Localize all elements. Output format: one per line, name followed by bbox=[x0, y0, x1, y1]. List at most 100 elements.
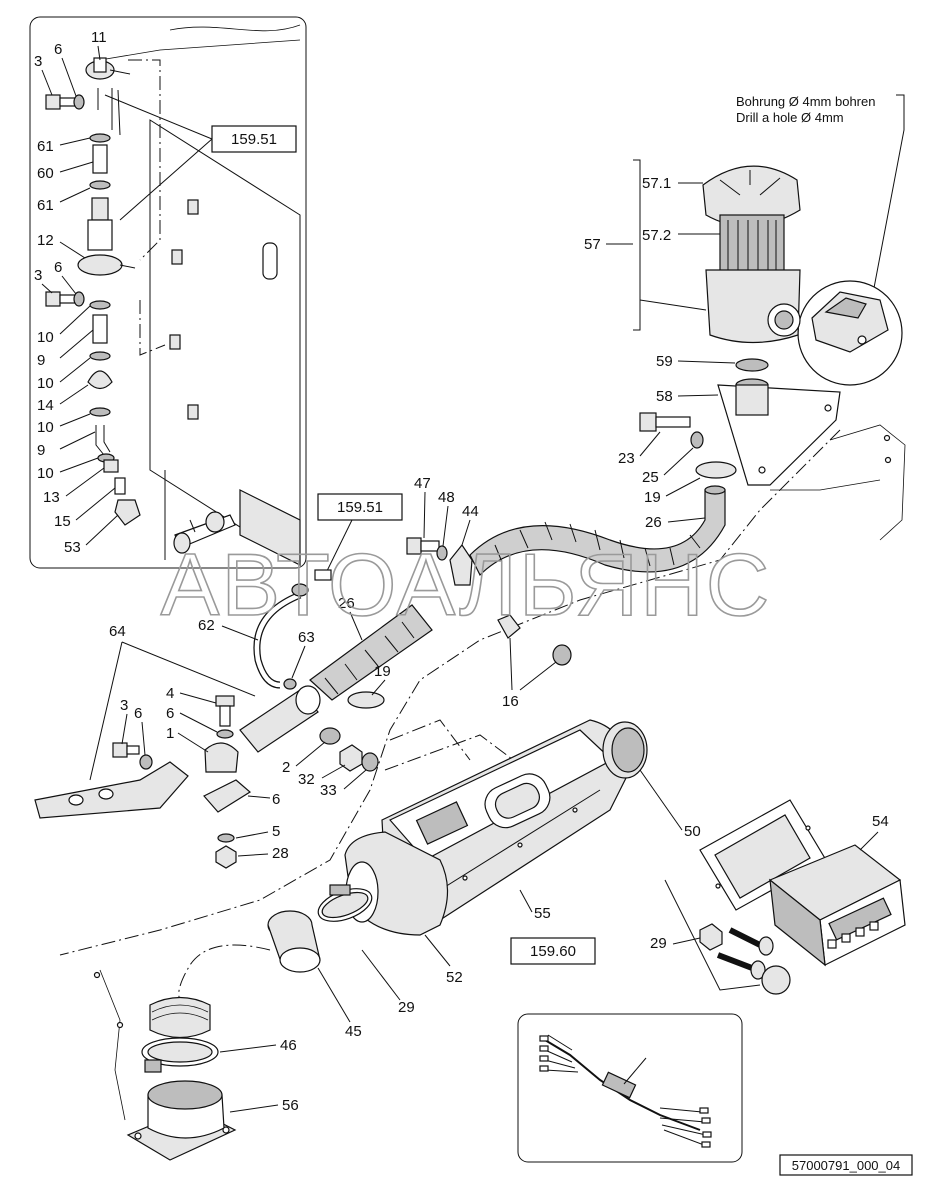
hose-26-upper bbox=[469, 489, 726, 577]
label-10b: 10 bbox=[37, 375, 54, 392]
washer-6-left bbox=[139, 754, 153, 770]
washer-6-mid bbox=[216, 729, 234, 739]
label-26-top: 26 bbox=[645, 514, 662, 531]
label-13: 13 bbox=[43, 489, 60, 506]
end-cap-28 bbox=[602, 721, 648, 779]
label-32: 32 bbox=[298, 771, 315, 788]
clip-63 bbox=[283, 678, 297, 690]
inset-block bbox=[239, 489, 301, 566]
label-33: 33 bbox=[320, 782, 337, 799]
label-10a: 10 bbox=[37, 329, 54, 346]
label-52: 29 bbox=[650, 935, 667, 952]
inset-slot bbox=[262, 242, 278, 280]
washer-48 bbox=[436, 545, 448, 561]
label-19-top: 19 bbox=[644, 489, 661, 506]
label-55: 52 bbox=[446, 969, 463, 986]
harness-panel bbox=[517, 1013, 743, 1163]
inset-clip-11 bbox=[85, 57, 131, 80]
inset-bolt-3b bbox=[45, 291, 85, 307]
label-46: 56 bbox=[282, 1097, 299, 1114]
inset-pump-14 bbox=[87, 370, 113, 390]
label-58: 58 bbox=[656, 388, 673, 405]
label-28: 50 bbox=[684, 823, 701, 840]
clamp-2 bbox=[319, 727, 341, 745]
inset-fitting-53 bbox=[114, 499, 141, 526]
label-14: 14 bbox=[37, 397, 54, 414]
clamp-29-upper bbox=[317, 884, 373, 922]
clamp-44 bbox=[449, 543, 473, 586]
screw-a bbox=[728, 927, 774, 956]
label-61b: 61 bbox=[37, 197, 54, 214]
label-19-mid: 19 bbox=[374, 663, 391, 680]
label-29-lower: 46 bbox=[280, 1037, 297, 1054]
label-15: 15 bbox=[54, 513, 71, 530]
label-6a: 6 bbox=[54, 41, 62, 58]
inset-panel bbox=[29, 16, 307, 569]
label-7: 6 bbox=[272, 791, 280, 808]
label-11: 11 bbox=[91, 29, 107, 46]
nut-5 bbox=[215, 845, 237, 869]
wire-harness-56 bbox=[539, 1034, 712, 1148]
washer-33 bbox=[361, 752, 379, 772]
label-4: 4 bbox=[166, 685, 174, 702]
label-63: 63 bbox=[298, 629, 315, 646]
inset-edge bbox=[99, 39, 301, 61]
note-line-de: Bohrung Ø 4mm bohren bbox=[736, 94, 875, 109]
ref-box-159-60 bbox=[510, 937, 596, 965]
label-3-mid: 3 bbox=[120, 697, 128, 714]
screw-b bbox=[716, 952, 766, 980]
flex-pipe bbox=[149, 996, 211, 1039]
label-53: 53 bbox=[64, 539, 81, 556]
label-5: 28 bbox=[272, 845, 289, 862]
bracket-58 bbox=[717, 378, 841, 486]
intake-clamp-59 bbox=[735, 358, 769, 372]
label-64: 64 bbox=[109, 623, 126, 640]
body-edge-right bbox=[829, 424, 906, 541]
label-60: 60 bbox=[37, 165, 54, 182]
nut-32 bbox=[339, 744, 363, 772]
label-6b: 6 bbox=[54, 259, 62, 276]
clamp-1 bbox=[204, 742, 239, 773]
label-9a: 9 bbox=[37, 352, 45, 369]
note-line-en: Drill a hole Ø 4mm bbox=[736, 110, 844, 125]
body-frame-line bbox=[59, 429, 841, 956]
ref-box-159-51-b bbox=[317, 493, 403, 521]
washer-6-low bbox=[217, 833, 235, 843]
cap-knob bbox=[761, 965, 791, 995]
drawing-number-box bbox=[779, 1154, 913, 1176]
clamp-19-mid bbox=[347, 691, 385, 709]
label-45: 45 bbox=[345, 1023, 362, 1040]
washer-25 bbox=[690, 431, 704, 449]
sleeve-45 bbox=[267, 910, 321, 973]
bolt-3-mid bbox=[112, 742, 140, 758]
grommet-16b bbox=[552, 644, 572, 666]
ref-box-159-51-b-text: 159.51 bbox=[337, 499, 383, 516]
label-54: 55 bbox=[534, 905, 551, 922]
label-57-2: 57.2 bbox=[642, 227, 671, 244]
label-1: 1 bbox=[166, 725, 174, 742]
label-10d: 10 bbox=[37, 465, 54, 482]
grommet-16a bbox=[497, 614, 521, 639]
plate-64 bbox=[34, 761, 189, 819]
inset-valve-12 bbox=[77, 197, 136, 276]
label-48: 48 bbox=[438, 489, 455, 506]
clamp-29-lower bbox=[141, 1037, 219, 1073]
label-57: 57 bbox=[584, 236, 601, 253]
control-unit-50 bbox=[768, 844, 906, 967]
label-2: 2 bbox=[282, 759, 290, 776]
label-3a: 3 bbox=[34, 53, 42, 70]
label-29-upper: 29 bbox=[398, 999, 415, 1016]
clamp-19-top bbox=[695, 461, 737, 479]
label-59: 59 bbox=[656, 353, 673, 370]
label-44: 44 bbox=[462, 503, 479, 520]
air-intake-57 bbox=[702, 165, 801, 372]
flange-46 bbox=[126, 1080, 237, 1161]
label-61a: 61 bbox=[37, 138, 54, 155]
ref-box-159-60-text: 159.60 bbox=[530, 943, 576, 960]
ref-box-159-51-a-text: 159.51 bbox=[231, 131, 277, 148]
watermark: АВТОАЛЬЯНС bbox=[161, 535, 772, 634]
label-50: 54 bbox=[872, 813, 889, 830]
bracket-7 bbox=[203, 779, 252, 813]
